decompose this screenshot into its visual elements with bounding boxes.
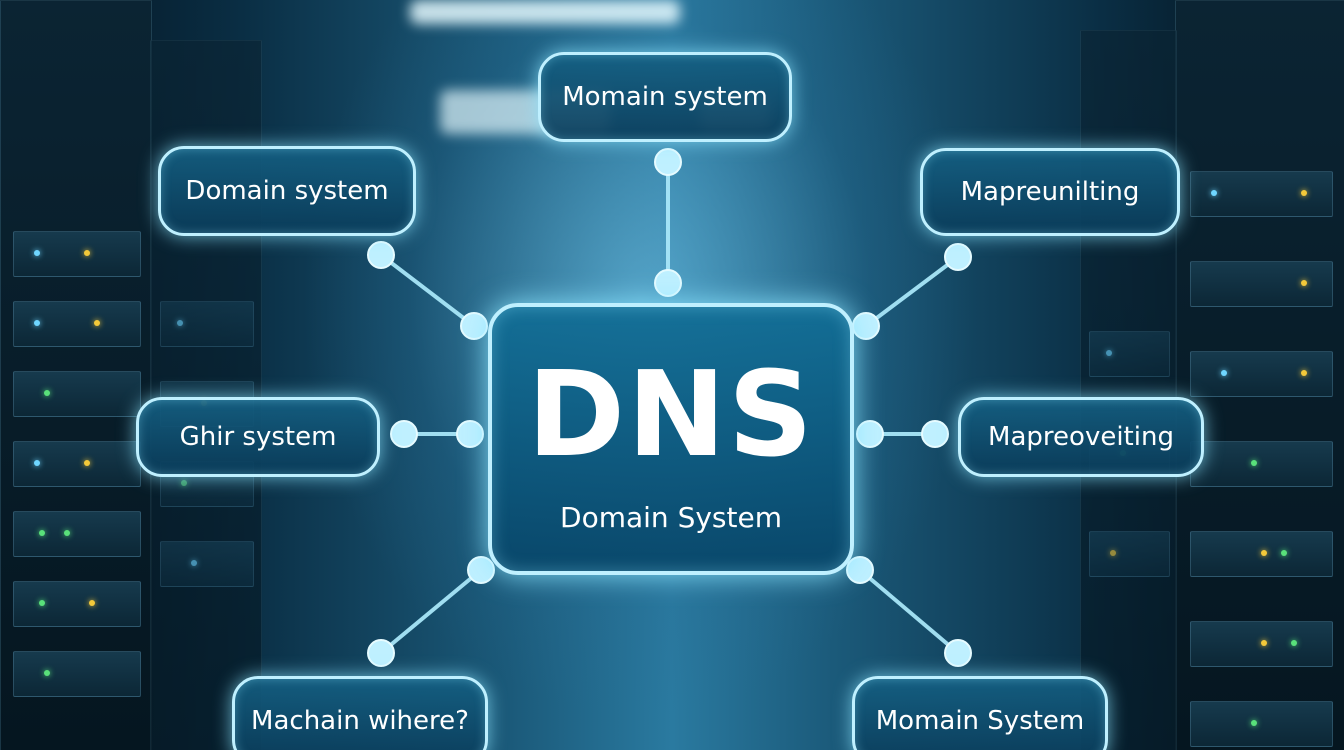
connector-dot xyxy=(654,148,682,176)
connector-upper-left xyxy=(379,253,476,328)
connector-dot xyxy=(921,420,949,448)
connector-dot xyxy=(456,420,484,448)
node-label: Machain wihere? xyxy=(251,706,469,736)
connector-dot xyxy=(390,420,418,448)
node-mid-left: Ghir system xyxy=(136,397,380,477)
node-label: Mapreunilting xyxy=(960,177,1140,207)
connector-lower-left xyxy=(379,568,483,655)
connector-dot xyxy=(367,639,395,667)
center-subtitle: Domain System xyxy=(560,501,782,534)
node-lower-right: Momain System xyxy=(852,676,1108,750)
connector-dot xyxy=(460,312,488,340)
node-label: Domain system xyxy=(185,176,389,206)
connector-lower-right xyxy=(858,568,960,655)
node-upper-left: Domain system xyxy=(158,146,416,236)
connector-dot xyxy=(654,269,682,297)
connector-dot xyxy=(856,420,884,448)
node-lower-left: Machain wihere? xyxy=(232,676,488,750)
node-label: Momain System xyxy=(875,706,1085,736)
node-label: Ghir system xyxy=(179,422,337,452)
dns-center-box: DNS Domain System xyxy=(488,303,854,575)
connector-dot xyxy=(367,241,395,269)
server-rack-right xyxy=(1175,0,1344,750)
connector-dot xyxy=(944,243,972,271)
node-top: Momain system xyxy=(538,52,792,142)
connector-upper-right xyxy=(864,255,960,328)
connector-dot xyxy=(852,312,880,340)
ceiling-light xyxy=(410,0,680,24)
node-upper-right: Mapreunilting xyxy=(920,148,1180,236)
center-title: DNS xyxy=(527,345,815,483)
connector-dot xyxy=(467,556,495,584)
connector-dot xyxy=(846,556,874,584)
connector-dot xyxy=(944,639,972,667)
node-mid-right: Mapreoveiting xyxy=(958,397,1204,477)
node-label: Momain system xyxy=(562,82,768,112)
node-label: Mapreoveiting xyxy=(988,422,1174,452)
